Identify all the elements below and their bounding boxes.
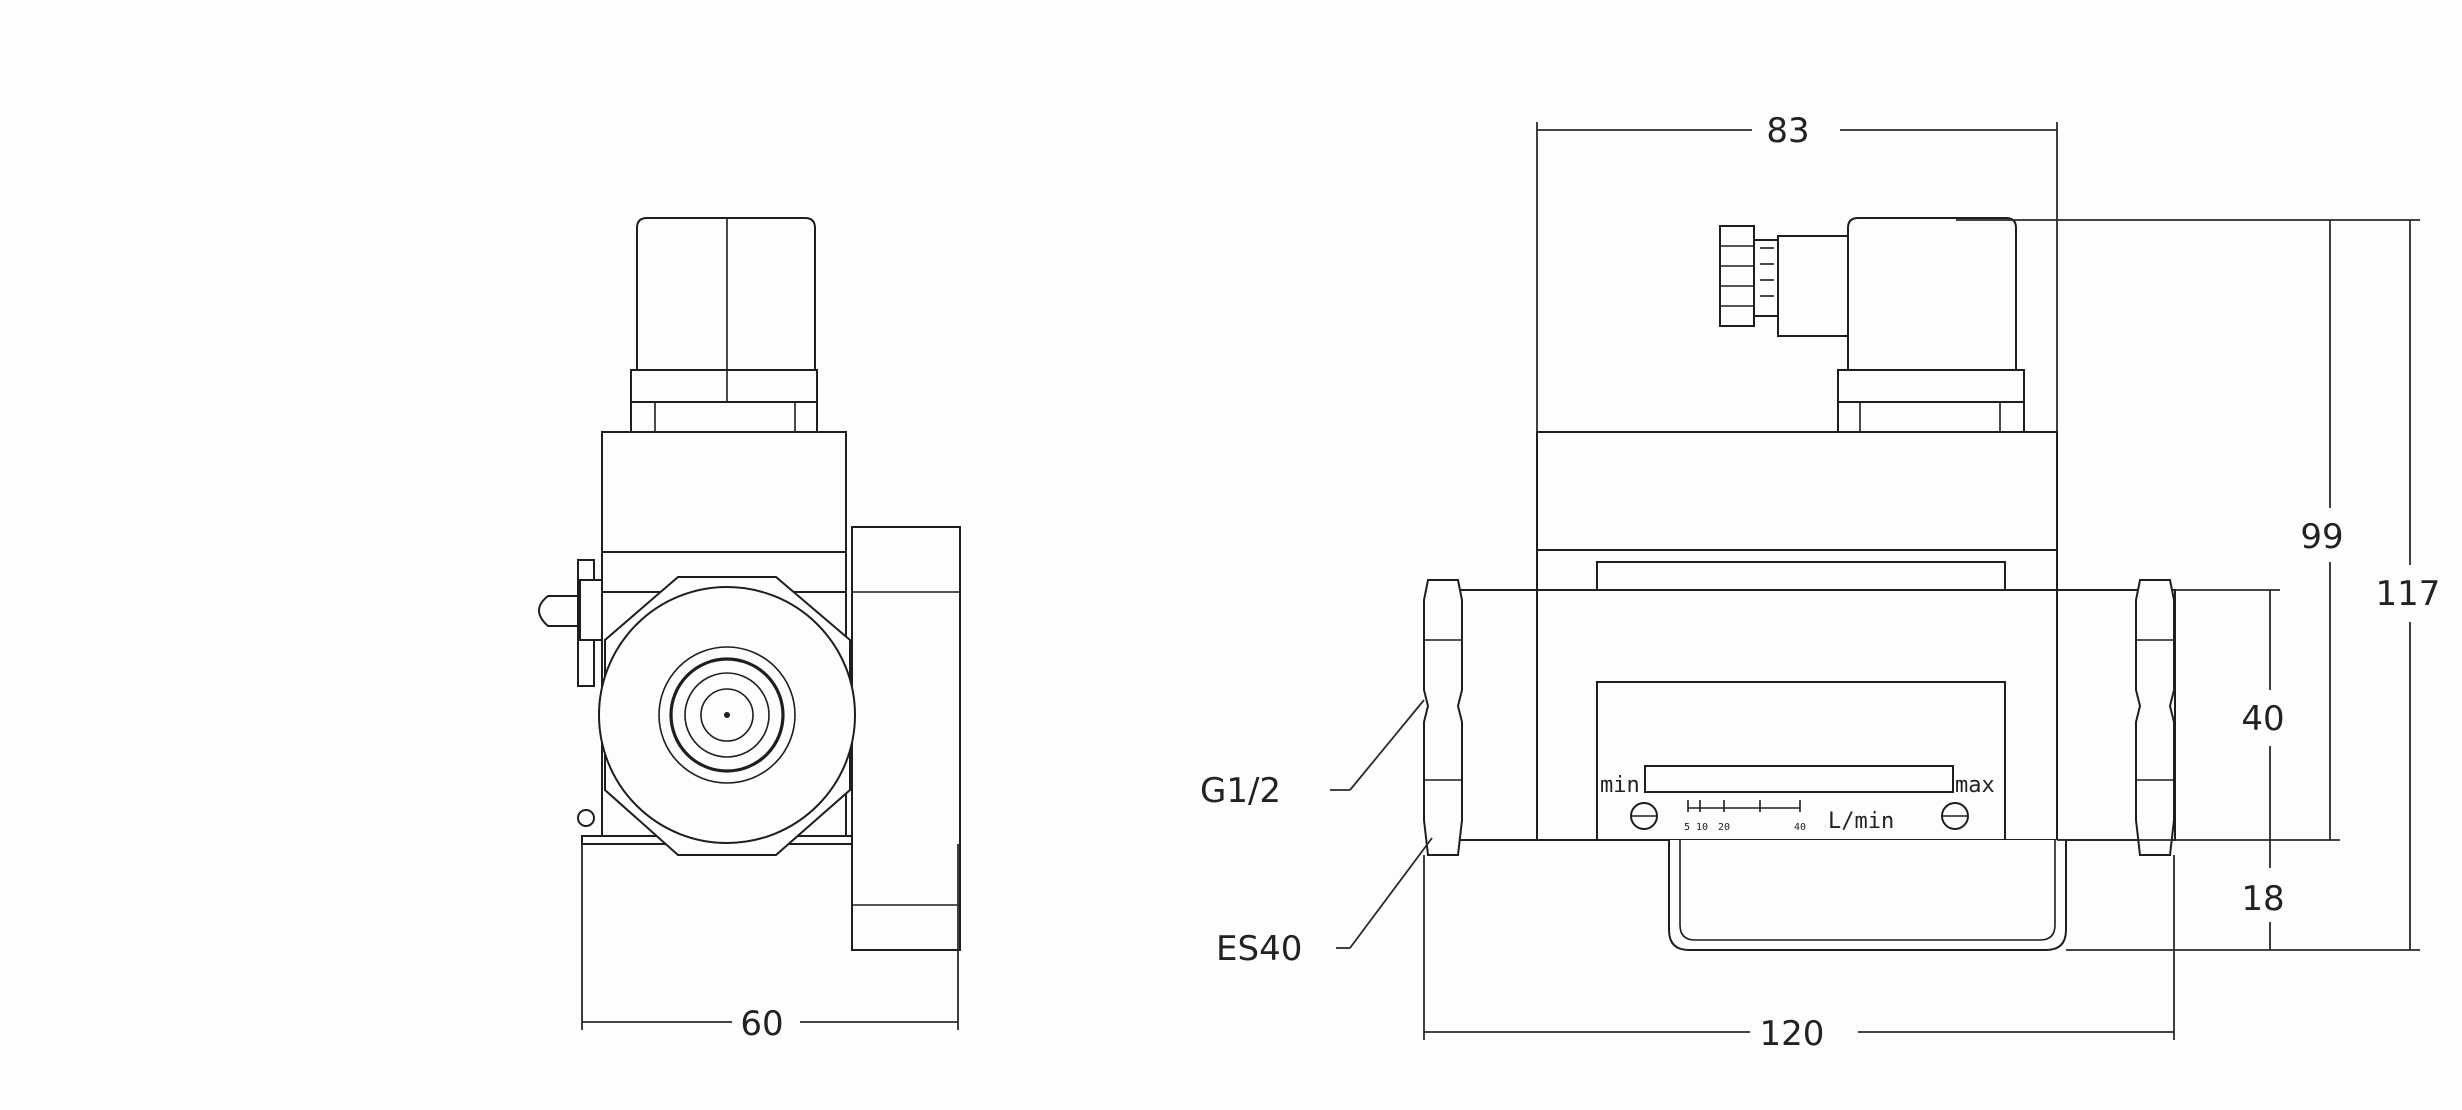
dimension-117: 117 (2066, 219, 2441, 951)
dim-label-60: 60 (740, 1004, 783, 1044)
scale-unit-label: L/min (1828, 809, 1894, 834)
front-view: min max 5 10 20 40 L/min G1/2 (1200, 111, 2440, 1054)
dimension-120: 120 (1423, 855, 2175, 1054)
dim-label-120: 120 (1760, 1014, 1825, 1054)
callout-thread: G1/2 (1200, 699, 1425, 811)
scale-tick-5: 5 (1684, 822, 1690, 833)
side-port (598, 576, 856, 856)
callout-thread-label: G1/2 (1200, 771, 1281, 811)
callout-wrench: ES40 (1216, 837, 1433, 969)
side-view: 60 (538, 217, 961, 1044)
bottom-bracket (1668, 840, 2067, 951)
dimension-83: 83 (1536, 111, 2058, 432)
side-connector (630, 217, 818, 433)
side-flange (851, 526, 961, 951)
pipe-body (1423, 579, 2176, 856)
dim-label-83: 83 (1766, 111, 1809, 151)
dimension-60: 60 (581, 844, 959, 1044)
flow-scale: min max 5 10 20 40 L/min (1600, 765, 1995, 834)
scale-max-label: max (1955, 773, 1995, 798)
dim-label-18: 18 (2241, 879, 2284, 919)
scale-tick-40: 40 (1794, 822, 1806, 833)
callout-wrench-label: ES40 (1216, 929, 1302, 969)
scale-min-label: min (1600, 773, 1640, 798)
dim-label-99: 99 (2300, 517, 2343, 557)
dimension-99: 99 (1956, 219, 2344, 841)
dim-label-40: 40 (2241, 699, 2284, 739)
dimension-40: 40 (2175, 589, 2285, 840)
front-connector (1719, 217, 2025, 433)
dimension-18: 18 (2241, 840, 2285, 950)
scale-tick-10: 10 (1696, 822, 1708, 833)
scale-tick-20: 20 (1718, 822, 1730, 833)
dim-label-117: 117 (2376, 574, 2441, 614)
